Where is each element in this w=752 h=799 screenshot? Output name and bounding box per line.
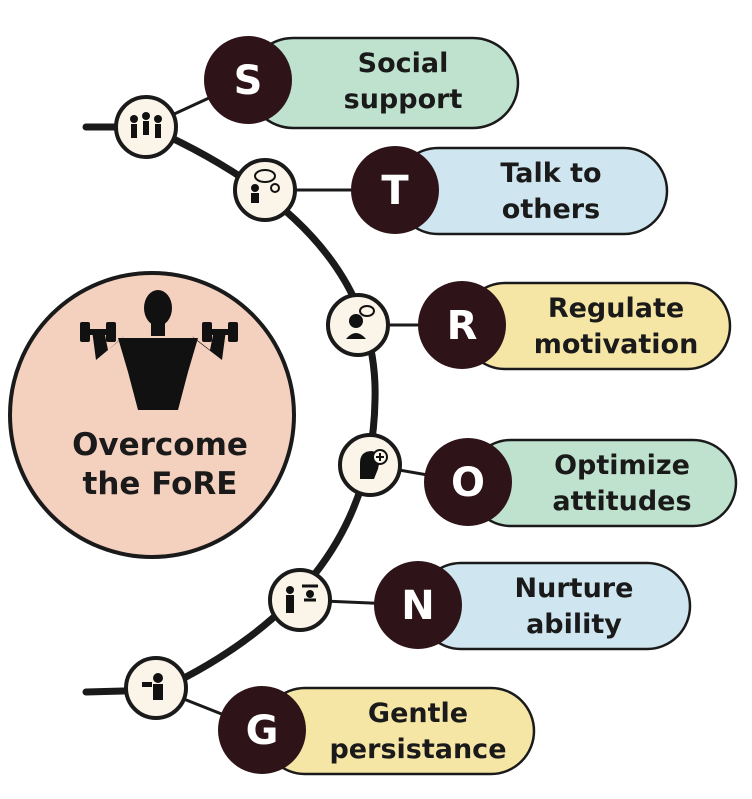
- step-letter: S: [234, 58, 263, 104]
- person-body: [131, 124, 137, 138]
- step-letter: R: [447, 303, 478, 349]
- step-letter: N: [401, 583, 434, 629]
- plus-sign: [376, 453, 384, 461]
- person-thinking-icon: [346, 305, 375, 339]
- letter-circle: [424, 438, 512, 526]
- person-head: [130, 115, 138, 123]
- person-head: [270, 183, 280, 193]
- group-of-people-icon: [130, 112, 162, 138]
- person-body: [251, 193, 259, 203]
- step-r: Regulate motivation R: [326, 281, 732, 371]
- step-s: Social support S: [114, 36, 520, 159]
- coach-body: [286, 595, 294, 613]
- goal-title-line2: the FoRE: [83, 466, 238, 502]
- step-t: Talk to others T: [233, 146, 669, 236]
- step-label-line1: Nurture: [515, 573, 634, 604]
- speech-bubble: [254, 169, 276, 183]
- letter-circle: [374, 561, 462, 649]
- goal-title-line1: Overcome: [72, 427, 248, 463]
- step-g: Gentle persistance G: [124, 656, 536, 776]
- steps-group: Social support S Talk to others T Regulate moti…: [114, 36, 738, 776]
- step-letter: G: [246, 708, 279, 754]
- step-label-line1: Gentle: [368, 698, 468, 729]
- step-label-line2: ability: [526, 609, 622, 640]
- letter-circle: [418, 281, 506, 369]
- equipment: [302, 584, 318, 602]
- person-head: [251, 184, 259, 192]
- woman-lifting-dumbbells-icon: [80, 290, 238, 410]
- trainee-head: [306, 590, 314, 598]
- person-body: [143, 121, 149, 135]
- letter-circle: [204, 36, 292, 124]
- person-body: [153, 684, 163, 700]
- step-label-line1: Regulate: [548, 293, 684, 324]
- step-label-line1: Optimize: [554, 450, 690, 481]
- dumbbell: [142, 682, 152, 687]
- step-letter: T: [381, 168, 409, 214]
- icon-circle: [268, 568, 332, 632]
- person-head: [154, 115, 162, 123]
- step-letter: O: [451, 460, 485, 506]
- head-with-plus-icon: [360, 449, 388, 479]
- step-label-line2: persistance: [329, 734, 506, 765]
- person-body: [346, 333, 366, 339]
- person-head: [142, 112, 150, 120]
- step-label-line2: motivation: [534, 329, 699, 360]
- step-label-line2: attitudes: [552, 486, 691, 517]
- letter-circle: [351, 146, 439, 234]
- person-body: [155, 124, 161, 138]
- step-n: Nurture ability N: [268, 561, 692, 651]
- step-label-line1: Social: [358, 48, 449, 79]
- step-label-line2: others: [502, 194, 600, 225]
- step-o: Optimize attitudes O: [338, 433, 738, 528]
- coach-head: [286, 586, 294, 594]
- letter-circle: [218, 686, 306, 774]
- coach-and-trainee-icon: [286, 584, 318, 613]
- person-head: [153, 673, 163, 683]
- thought-bubble: [359, 305, 375, 317]
- step-label-line2: support: [344, 84, 463, 115]
- step-label-line1: Talk to: [500, 158, 601, 189]
- person-head: [349, 314, 363, 328]
- person-lifting-weights-icon: [142, 673, 163, 700]
- goal-node: Overcome the FoRE: [8, 271, 296, 559]
- icon-circle: [233, 158, 297, 222]
- conversation-icon: [251, 169, 280, 203]
